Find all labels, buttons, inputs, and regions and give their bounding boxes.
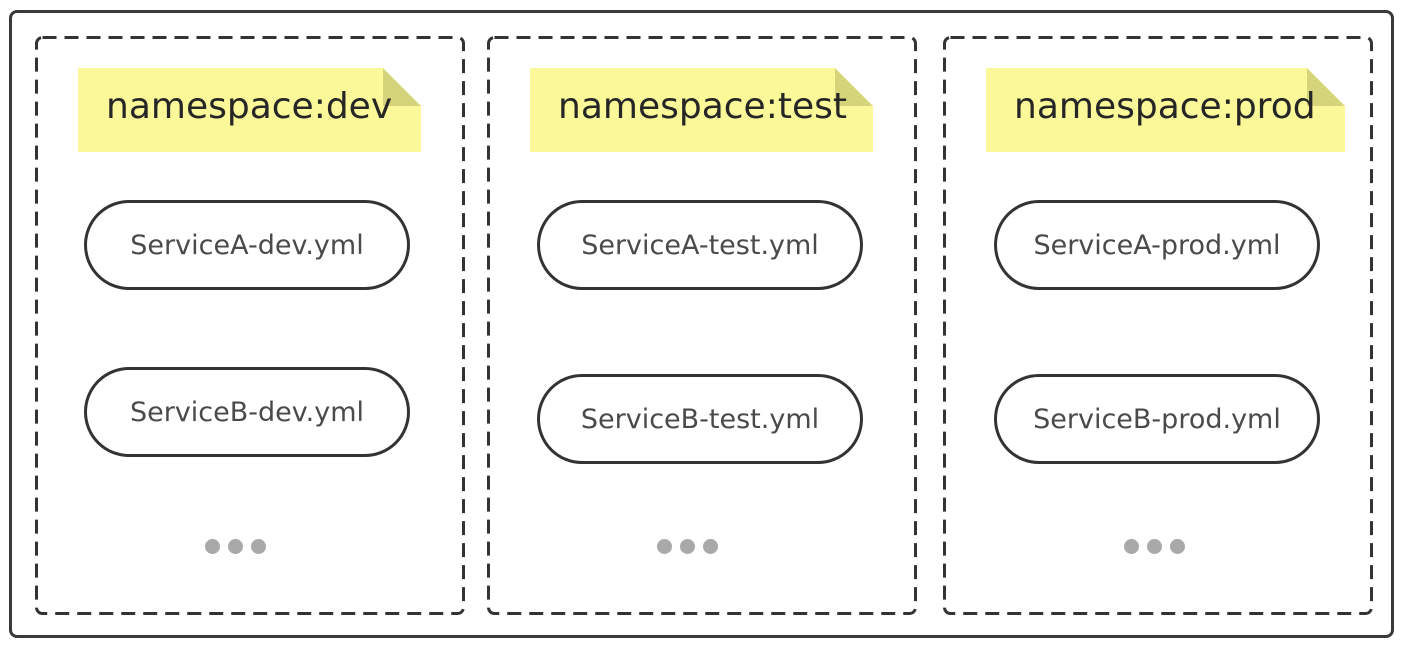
namespace-title: namespace:test: [558, 86, 847, 127]
config-file-node: ServiceB-test.yml: [537, 374, 863, 464]
config-file-name: ServiceB-dev.yml: [129, 396, 365, 428]
config-file-name: ServiceB-test.yml: [580, 403, 820, 435]
namespace-group-dev: namespace:dev ServiceA-dev.yml ServiceB-…: [35, 36, 465, 615]
namespace-group-test: namespace:test ServiceA-test.yml Service…: [487, 36, 917, 615]
config-file-name: ServiceA-dev.yml: [130, 229, 364, 261]
namespace-note: namespace:dev: [78, 68, 421, 152]
config-file-node: ServiceA-test.yml: [537, 200, 863, 290]
more-items-ellipsis: [1124, 539, 1185, 554]
config-file-name: ServiceA-test.yml: [581, 229, 819, 261]
config-file-name: ServiceA-prod.yml: [1033, 229, 1281, 261]
config-file-node: ServiceB-dev.yml: [84, 367, 410, 457]
namespace-title: namespace:prod: [1014, 86, 1316, 127]
namespace-dashed-frame: [35, 36, 465, 615]
namespace-group-prod: namespace:prod ServiceA-prod.yml Service…: [943, 36, 1373, 615]
config-file-node: ServiceA-prod.yml: [994, 200, 1320, 290]
more-items-ellipsis: [657, 539, 718, 554]
namespace-note: namespace:prod: [986, 68, 1345, 152]
config-file-name: ServiceB-prod.yml: [1033, 403, 1281, 435]
namespace-dashed-frame: [487, 36, 917, 615]
namespace-title: namespace:dev: [106, 86, 393, 127]
namespace-note: namespace:test: [530, 68, 873, 152]
config-file-node: ServiceB-prod.yml: [994, 374, 1320, 464]
config-file-node: ServiceA-dev.yml: [84, 200, 410, 290]
more-items-ellipsis: [205, 539, 266, 554]
namespace-dashed-frame: [943, 36, 1373, 615]
